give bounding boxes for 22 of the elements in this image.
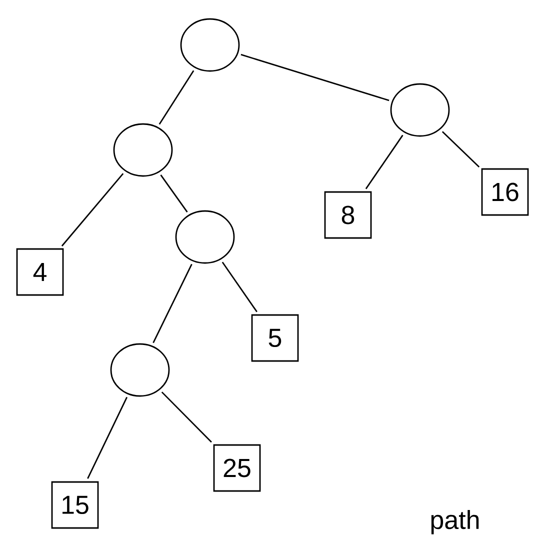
- leaf-box: 8: [324, 191, 372, 239]
- tree-edge: [61, 173, 124, 246]
- tree-edge: [240, 54, 390, 102]
- leaf-box: 5: [251, 314, 299, 362]
- handwritten-note: path: [431, 510, 479, 534]
- leaf-box: 4: [16, 248, 64, 296]
- tree-edge: [365, 134, 404, 190]
- tree-edge: [152, 264, 192, 344]
- tree-edge: [87, 396, 128, 479]
- tree-node-circle: [180, 18, 240, 72]
- tree-edge: [442, 131, 480, 168]
- leaf-box: 25: [213, 444, 261, 492]
- tree-node-circle: [175, 210, 235, 264]
- tree-node-circle: [113, 123, 173, 177]
- leaf-box: 15: [51, 481, 99, 529]
- tree-node-circle: [390, 83, 450, 137]
- tree-edge: [161, 392, 212, 443]
- tree-edge: [222, 262, 258, 312]
- leaf-box: 16: [481, 168, 529, 216]
- tree-edge: [158, 70, 194, 125]
- tree-node-circle: [110, 343, 170, 397]
- tree-edge: [160, 174, 188, 212]
